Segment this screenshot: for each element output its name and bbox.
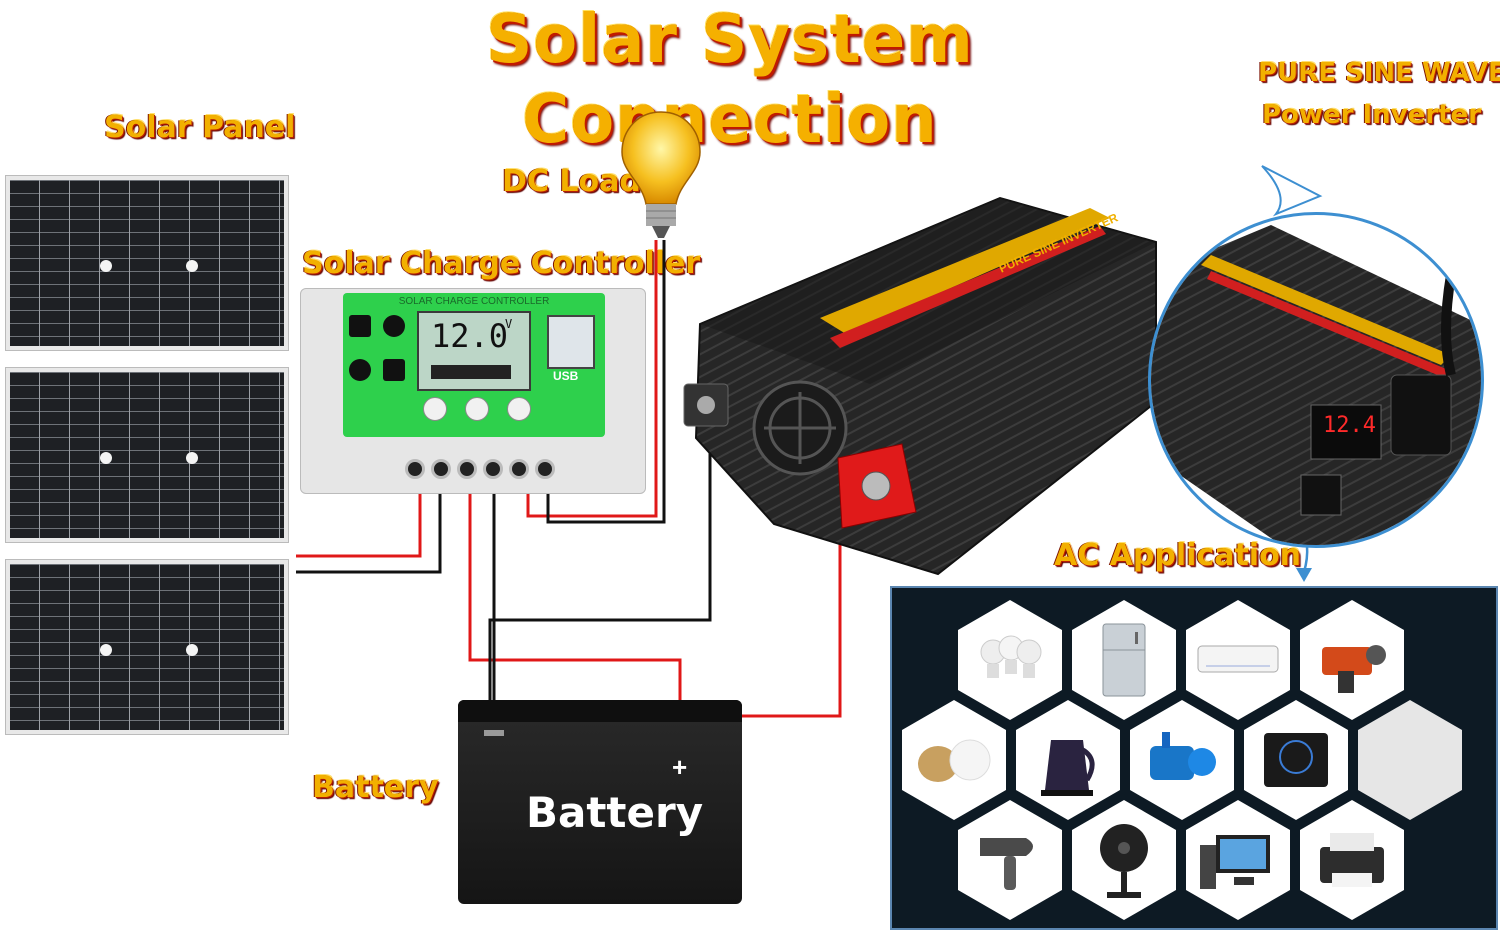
controller-button-right[interactable] xyxy=(507,397,531,421)
controller-terminal-1 xyxy=(405,459,425,479)
battery-plus-sign: + xyxy=(672,752,688,782)
power-inverter xyxy=(683,196,1157,576)
solar-panel-2 xyxy=(6,368,288,542)
usb-ports xyxy=(547,315,595,369)
lcd-value: 12.0 xyxy=(431,317,509,355)
water-pump-icon xyxy=(1130,700,1234,820)
arrow-head-ac xyxy=(1296,568,1312,582)
fan-icon xyxy=(1072,800,1176,920)
label-battery: Battery xyxy=(312,770,439,805)
battery: + Battery xyxy=(458,700,742,904)
battery-face-label: Battery xyxy=(526,788,704,837)
hair-dryer-icon xyxy=(958,800,1062,920)
label-solar-panel: Solar Panel xyxy=(104,110,296,145)
wire-panel-black xyxy=(296,492,442,574)
zoom-display-value: 12.4 xyxy=(1323,413,1376,438)
wire-inverter-battery-black xyxy=(488,440,712,700)
controller-face: SOLAR CHARGE CONTROLLER 12.0 V USB xyxy=(343,293,605,437)
controller-terminal-5 xyxy=(509,459,529,479)
wire-ctrl-battery-red xyxy=(468,492,682,712)
wire-panel-red xyxy=(296,492,422,558)
label-pure-sine-wave: PURE SINE WAVE xyxy=(1258,58,1500,88)
solar-panel-1 xyxy=(6,176,288,350)
computer-icon xyxy=(1186,800,1290,920)
kettle-icon xyxy=(1016,700,1120,820)
refrigerator-icon xyxy=(1072,600,1176,720)
light-bulbs-icon xyxy=(958,600,1062,720)
ac-application-panel xyxy=(890,586,1498,930)
callout-tail xyxy=(1261,165,1323,217)
solar-charge-controller: SOLAR CHARGE CONTROLLER 12.0 V USB xyxy=(300,288,646,494)
label-ac-application: AC Application xyxy=(1054,538,1302,573)
light-bulb-icon xyxy=(621,111,701,238)
lock-icon xyxy=(383,359,405,381)
usb-label: USB xyxy=(553,369,579,383)
power-tool-icon xyxy=(1300,600,1404,720)
induction-cooker-icon xyxy=(1244,700,1348,820)
rice-cooker-icon xyxy=(902,700,1006,820)
solar-panel-3 xyxy=(6,560,288,734)
lcd-unit: V xyxy=(505,317,513,331)
blank-tile-icon xyxy=(1358,700,1462,820)
controller-button-left[interactable] xyxy=(423,397,447,421)
controller-header: SOLAR CHARGE CONTROLLER xyxy=(398,296,550,307)
lcd-status-icons xyxy=(431,365,511,379)
gear-icon xyxy=(383,315,405,337)
clock-icon xyxy=(349,359,371,381)
inverter-zoom-view xyxy=(1151,225,1481,545)
controller-terminal-4 xyxy=(483,459,503,479)
printer-icon xyxy=(1300,800,1404,920)
controller-lcd: 12.0 V xyxy=(417,311,531,391)
controller-terminal-6 xyxy=(535,459,555,479)
label-dc-load: DC Load xyxy=(502,164,641,199)
label-solar-charge-controller: Solar Charge Controller xyxy=(302,246,701,281)
diagram-title: Solar System Connection xyxy=(486,1,974,159)
wire-ctrl-load-black xyxy=(546,240,666,524)
controller-button-middle[interactable] xyxy=(465,397,489,421)
battery-negative-terminal xyxy=(484,730,504,736)
controller-terminal-3 xyxy=(457,459,477,479)
mcu-icon xyxy=(349,315,371,337)
controller-terminal-2 xyxy=(431,459,451,479)
label-power-inverter: Power Inverter xyxy=(1262,100,1481,130)
air-conditioner-icon xyxy=(1186,600,1290,720)
inverter-zoom-callout: 12.4 xyxy=(1148,212,1484,548)
wire-ctrl-load-red xyxy=(526,240,658,518)
